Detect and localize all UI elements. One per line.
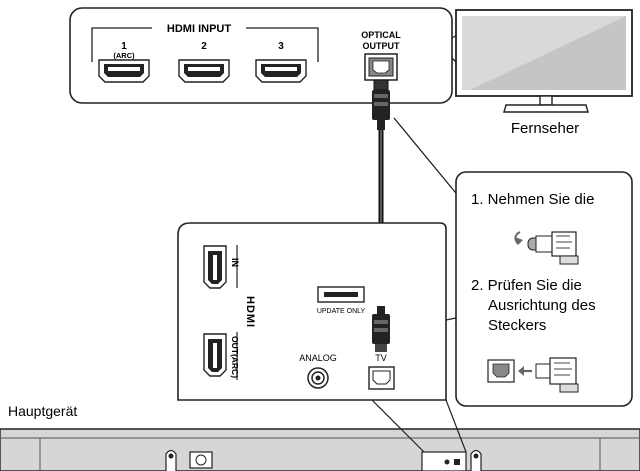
tv-input-label: TV xyxy=(375,353,387,363)
analog-label: ANALOG xyxy=(299,353,337,363)
tv-rear-panel: HDMI INPUT 1 (ARC) 2 3 OPTICAL OUTPUT xyxy=(69,7,453,130)
optical-output-port xyxy=(364,53,398,81)
tv-label: Fernseher xyxy=(511,120,579,137)
usb-label: UPDATE ONLY xyxy=(317,308,366,315)
optical-output-label-1: OPTICAL xyxy=(361,30,401,40)
instruction-step-2-line-2: Ausrichtung des xyxy=(488,297,596,314)
main-unit-soundbar xyxy=(0,428,640,471)
hdmi-port-1-number: 1 xyxy=(121,41,127,52)
soundbar-zoom-lines xyxy=(371,399,467,453)
hdmi-out-label: OUT(ARC) xyxy=(230,336,240,378)
optical-plug-soundbar-side xyxy=(372,306,390,352)
optical-input-port xyxy=(368,366,395,390)
hdmi-port-1: 1 (ARC) xyxy=(98,41,150,83)
main-unit-label: Hauptgerät xyxy=(8,403,77,419)
instruction-box: 1. Nehmen Sie die 2. Prüfen Sie die Ausr… xyxy=(455,171,633,407)
hdmi-port-3: 3 xyxy=(255,41,307,83)
soundbar-rear-panel: IN HDMI OUT(ARC) UPDATE ONLY ANALOG TV xyxy=(177,222,447,401)
tv-icon xyxy=(455,9,633,113)
optical-output-label-2: OUTPUT xyxy=(363,41,401,51)
hdmi-logo: HDMI xyxy=(244,296,256,328)
hdmi-port-2-number: 2 xyxy=(201,41,207,52)
hdmi-port-3-number: 3 xyxy=(278,41,284,52)
hdmi-in-port xyxy=(203,245,227,289)
instruction-step-2-line-3: Steckers xyxy=(488,317,546,334)
analog-jack xyxy=(307,367,329,389)
plug-orientation-illustration xyxy=(487,357,579,393)
hdmi-in-label: IN xyxy=(230,258,240,267)
optical-plug-tv-side xyxy=(372,79,390,130)
hdmi-input-label: HDMI INPUT xyxy=(167,23,231,35)
instruction-step-1: 1. Nehmen Sie die xyxy=(471,191,594,208)
hdmi-out-port xyxy=(203,333,227,377)
instruction-step-2-line-1: 2. Prüfen Sie die xyxy=(471,277,582,294)
usb-port xyxy=(317,286,365,303)
hdmi-port-1-sub: (ARC) xyxy=(113,51,135,60)
cap-removal-illustration xyxy=(514,231,579,265)
hdmi-port-2: 2 xyxy=(178,41,230,83)
